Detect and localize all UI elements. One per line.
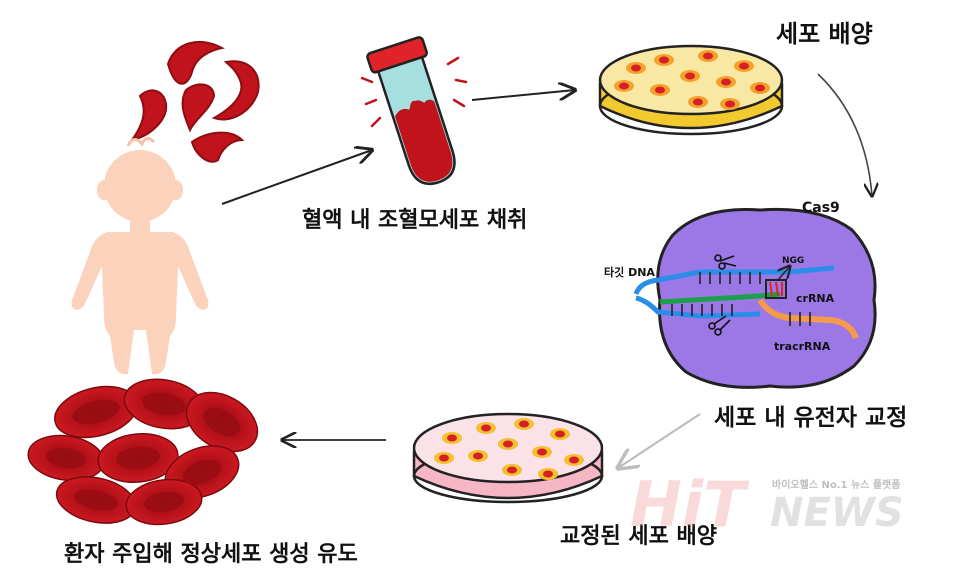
scissors-icon — [714, 254, 737, 270]
tracrrna-label: tracrRNA — [774, 340, 831, 353]
sickle-cells-icon — [129, 40, 260, 163]
arrow-edit-to-edited-culture — [618, 413, 701, 468]
arrow-tube-to-culture — [471, 90, 575, 101]
red-blood-cells-icon — [27, 378, 259, 526]
blood-tube-icon — [366, 36, 456, 186]
step-label-culture: 세포 배양 — [776, 20, 873, 48]
cas9-complex-icon — [633, 207, 877, 389]
step-label-edit: 세포 내 유전자 교정 — [714, 405, 908, 431]
watermark-tagline: 바이오헬스 No.1 뉴스 플랫폼 — [772, 480, 901, 491]
cas9-label: Cas9 — [802, 200, 840, 216]
step-label-edited-culture: 교정된 세포 배양 — [560, 524, 717, 549]
scissors-icon-2 — [708, 315, 731, 336]
watermark-hit: HiT — [630, 468, 746, 541]
culture-dish-icon — [598, 44, 784, 136]
tube-shake-lines — [360, 56, 468, 128]
target-dna-label: 타깃 DNA — [604, 266, 655, 279]
watermark-news: NEWS — [770, 490, 904, 536]
step-label-infusion: 환자 주입해 정상세포 생성 유도 — [64, 542, 358, 567]
arrow-patient-to-tube — [221, 150, 372, 205]
step-label-blood-draw: 혈액 내 조혈모세포 채취 — [302, 208, 528, 233]
crrna-label: crRNA — [796, 292, 835, 305]
child-patient-icon — [71, 137, 209, 375]
culture-cells — [614, 50, 770, 110]
pam-label: NGG — [782, 256, 805, 266]
edited-culture-dish-icon — [412, 412, 604, 504]
arrow-culture-to-edit — [817, 73, 872, 196]
edited-culture-cells — [434, 418, 584, 480]
